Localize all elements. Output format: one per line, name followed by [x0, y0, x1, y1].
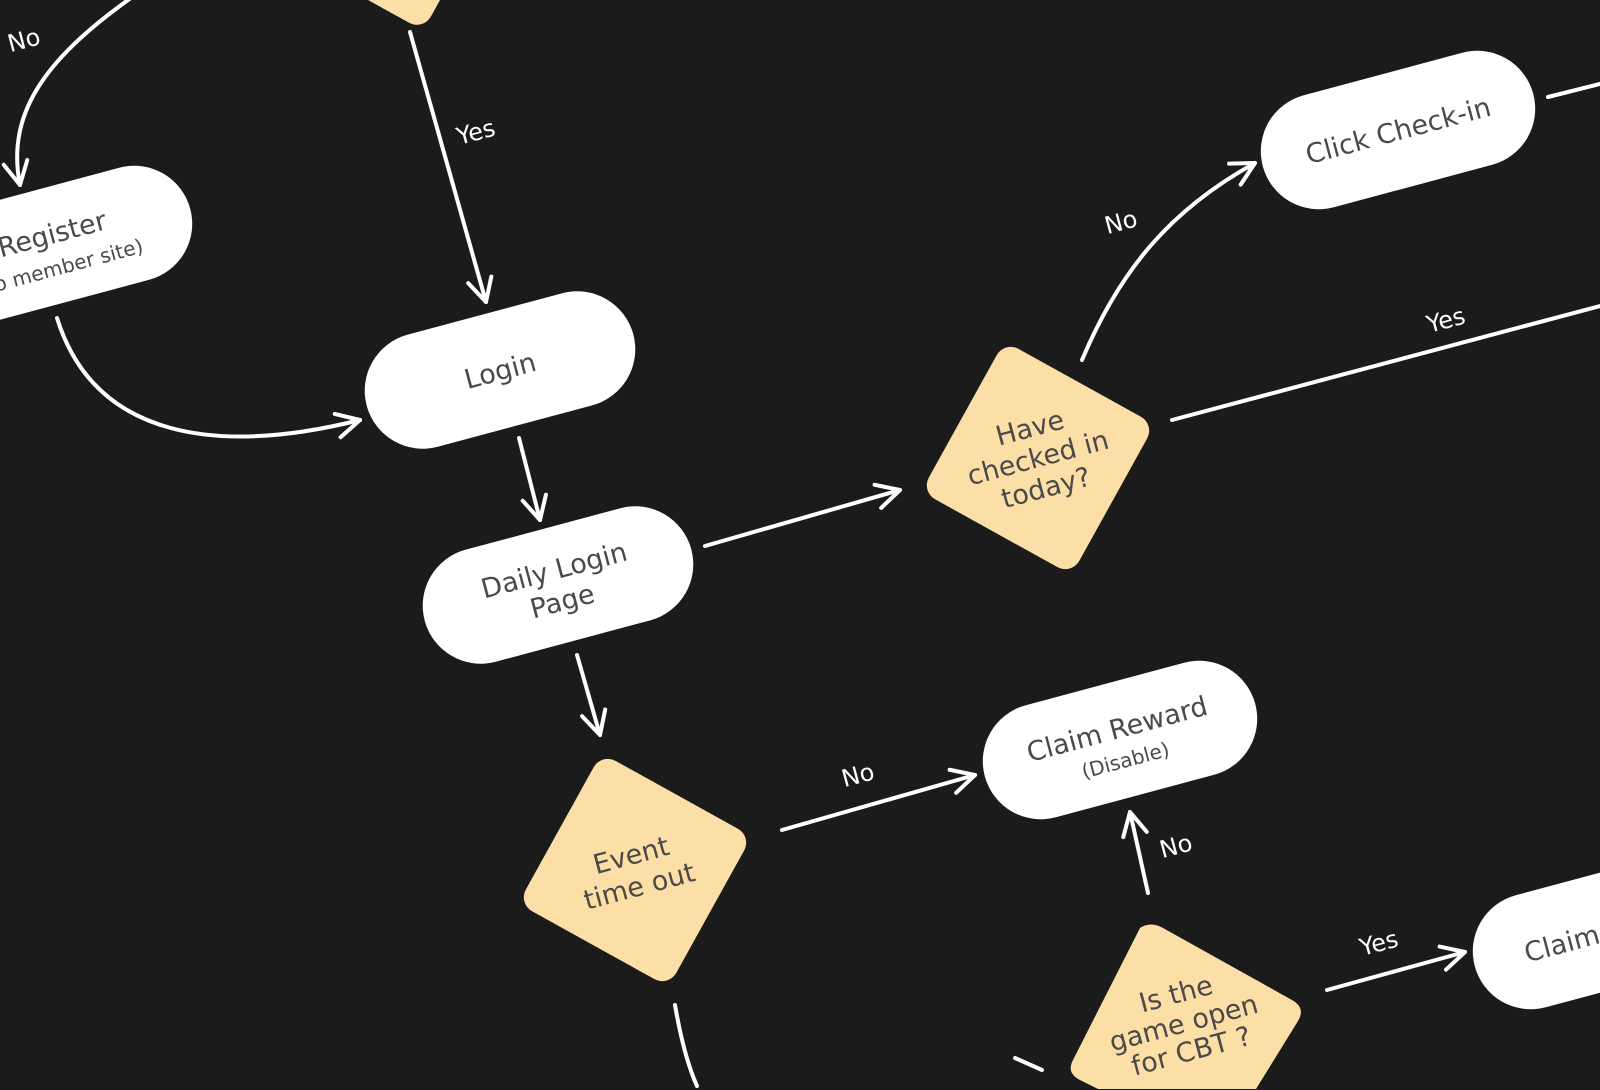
edge-checkin-out — [1546, 82, 1600, 99]
decision-node-event-timeout: Event time out — [523, 758, 747, 982]
edge-game-yes — [1325, 944, 1467, 992]
edge-top-yes — [408, 30, 494, 304]
label-game-no: No — [1157, 829, 1196, 864]
edge-timeout-yes — [673, 1003, 699, 1088]
edge-register-login — [55, 316, 362, 440]
edge-to-game — [1013, 1056, 1044, 1072]
edge-top-no — [1, 0, 132, 187]
label-top-yes: Yes — [453, 114, 499, 151]
process-node-click-checkin: Click Check-in — [1260, 50, 1536, 210]
label-timeout-no: No — [839, 758, 878, 793]
process-node-login: Login — [364, 291, 636, 449]
edge-checked-yes — [1170, 304, 1600, 422]
process-node-daily-login: Daily Login Page — [422, 506, 694, 664]
label-top-no: No — [5, 23, 44, 58]
process-node-register: Register (to member site) — [0, 165, 193, 325]
label-checked-yes: Yes — [1423, 302, 1469, 339]
label-checked-no: No — [1102, 205, 1141, 240]
decision-node-game-open: Is the game open for CBT ? — [1070, 924, 1301, 1089]
decision-node-top — [280, 0, 500, 25]
edge-login-daily — [517, 436, 548, 522]
process-node-claim-disable: Claim Reward (Disable) — [982, 660, 1258, 820]
edge-timeout-no — [780, 767, 977, 832]
edge-checked-no — [1080, 161, 1257, 362]
edge-daily-timeout — [575, 653, 608, 737]
decision-node-checked-in: Have checked in today? — [926, 346, 1150, 570]
label-game-yes: Yes — [1356, 925, 1402, 962]
edge-game-no — [1121, 810, 1150, 895]
edge-daily-checked — [703, 482, 902, 548]
process-node-claim: Claim — [1472, 850, 1600, 1010]
